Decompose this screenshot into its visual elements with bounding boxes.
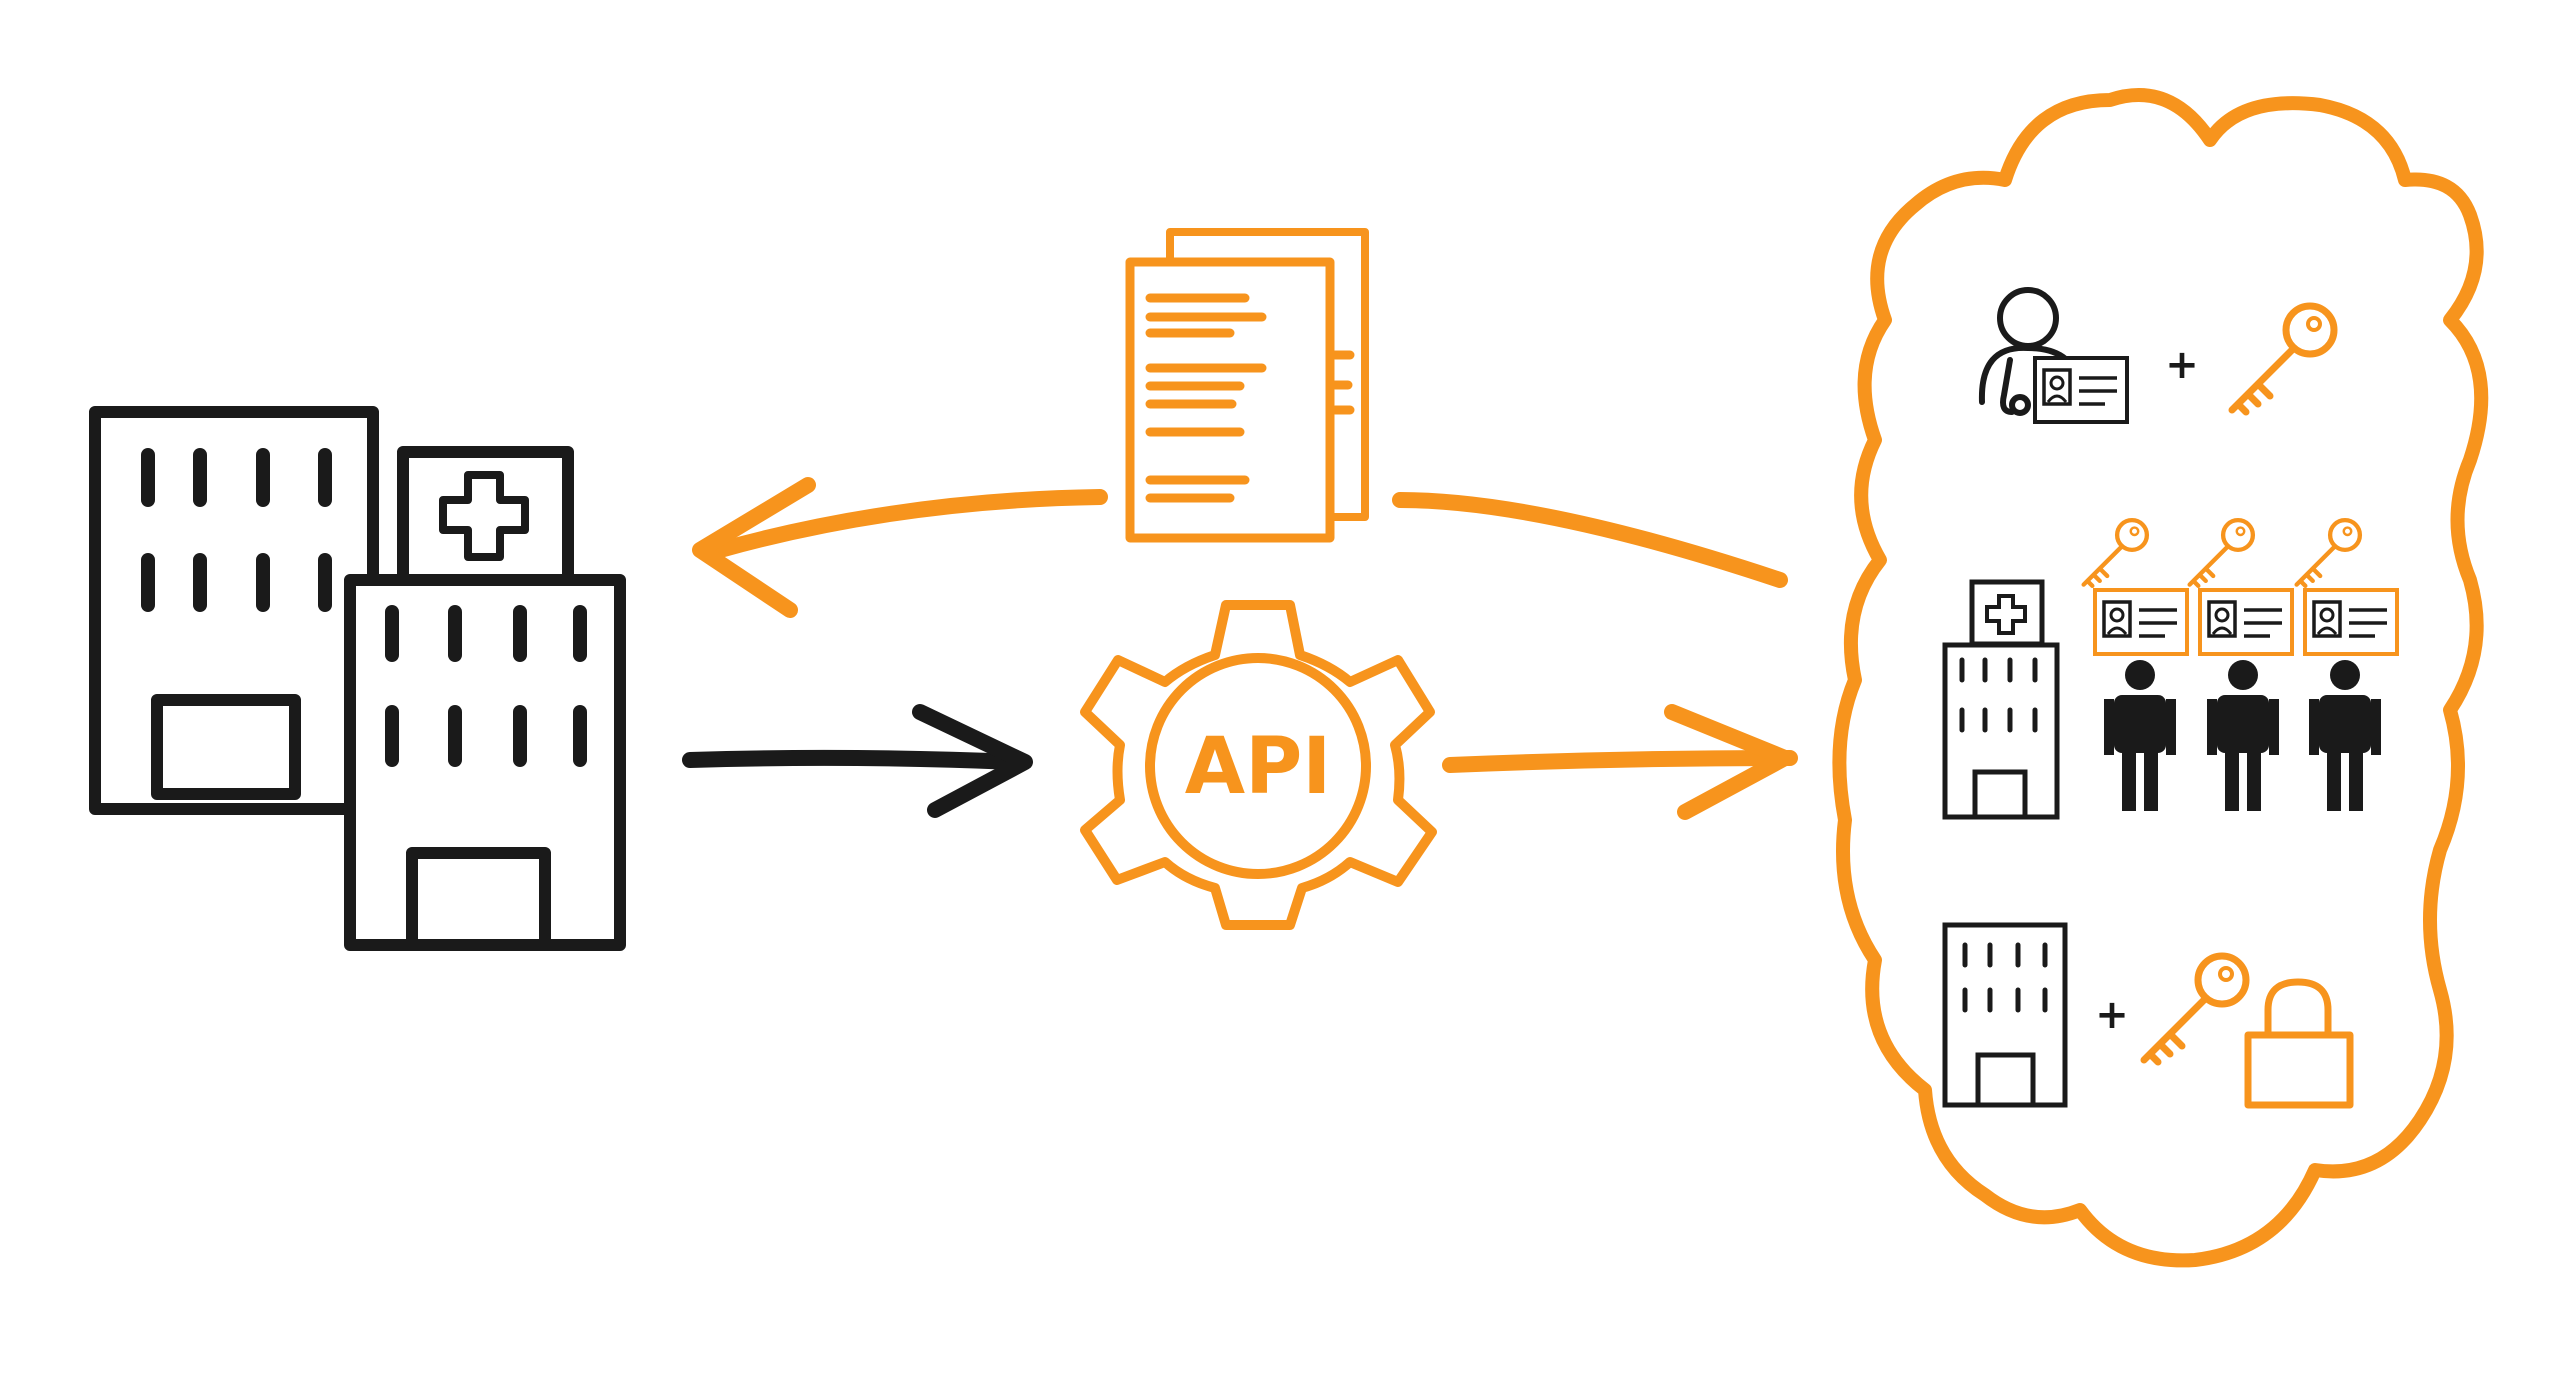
plus-sign-row3: + [2095,992,2129,1038]
forward-arrow [1442,704,1798,820]
plus-sign-row1: + [2165,342,2199,388]
api-gear-icon: API [1080,600,1437,930]
id-card-icon [2093,588,2189,656]
documents-icon [1125,228,1369,543]
padlock-icon [2244,978,2354,1109]
hospital-buildings-icon [89,406,626,951]
building-icon [1942,922,2068,1108]
id-card-icon [2303,588,2399,656]
request-arrow [682,704,1033,818]
cloud-icon [1832,88,2489,1268]
id-card-icon [2033,356,2129,424]
api-label: API [1185,722,1332,812]
return-arrow [692,477,1788,618]
building-icon [1942,579,2060,820]
id-card-icon [2198,588,2294,656]
